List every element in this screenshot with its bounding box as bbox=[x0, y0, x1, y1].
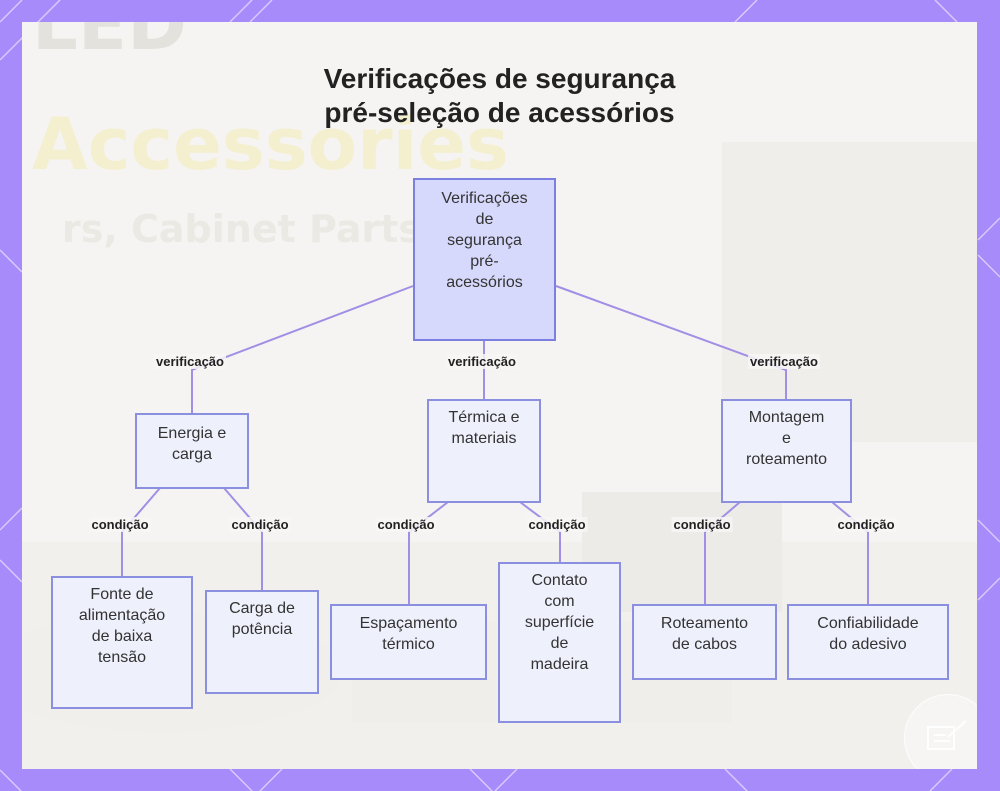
node-text-line: com bbox=[544, 593, 575, 610]
node-text-line: Espaçamento bbox=[359, 615, 458, 632]
background-text: Accessories bbox=[32, 102, 509, 186]
node-text-line: Roteamento bbox=[660, 615, 749, 632]
diagram-title: Verificações de segurança pré-seleção de… bbox=[22, 62, 977, 130]
node-text-line: de baixa bbox=[91, 628, 153, 645]
node-text-line: acessórios bbox=[446, 274, 523, 291]
title-line: Verificações de segurança bbox=[323, 63, 676, 94]
edge-label: verificação bbox=[154, 354, 226, 369]
edge-label: verificação bbox=[748, 354, 820, 369]
node-confiabilidade: Confiabilidade do adesivo bbox=[787, 604, 949, 680]
node-text-line: potência bbox=[231, 621, 293, 638]
edge-montagem-confiabilidade bbox=[831, 501, 869, 604]
edge-root-montagem bbox=[555, 285, 787, 399]
brand-logo-icon bbox=[927, 720, 967, 750]
edge-label: condição bbox=[671, 517, 733, 532]
node-text-line: Térmica e bbox=[448, 409, 520, 426]
node-text-line: e bbox=[782, 430, 791, 447]
node-text-line: alimentação bbox=[78, 607, 166, 624]
node-roteamento: Roteamento de cabos bbox=[632, 604, 777, 680]
background-text: LED bbox=[32, 22, 187, 66]
node-montagem: Montagem e roteamento bbox=[721, 399, 852, 503]
node-text-line: roteamento bbox=[746, 451, 827, 468]
node-text-line: de bbox=[550, 635, 569, 652]
node-text-line: de bbox=[475, 211, 494, 228]
edge-label: condição bbox=[229, 517, 291, 532]
node-text-line: madeira bbox=[530, 656, 589, 673]
node-text-line: do adesivo bbox=[829, 636, 907, 653]
node-text-line: Montagem bbox=[748, 409, 825, 426]
node-text-line: Energia e bbox=[157, 425, 227, 442]
node-energia: Energia e carga bbox=[135, 413, 249, 489]
node-text-line: Verificações bbox=[441, 190, 528, 207]
node-text-line: materiais bbox=[451, 430, 517, 447]
node-text-line: segurança bbox=[447, 232, 522, 249]
node-text-line: pré- bbox=[470, 253, 499, 270]
node-text-line: Carga de bbox=[229, 600, 295, 617]
edge-energia-fonte bbox=[121, 487, 161, 576]
edge-energia-carga bbox=[223, 487, 263, 590]
node-text-line: Contato bbox=[531, 572, 588, 589]
edge-montagem-roteamento bbox=[704, 501, 741, 604]
edge-label: condição bbox=[526, 517, 588, 532]
node-root: Verificações de segurança pré- acessório… bbox=[413, 178, 556, 341]
node-fonte: Fonte de alimentação de baixa tensão bbox=[51, 576, 193, 709]
node-text-line: Confiabilidade bbox=[817, 615, 919, 632]
node-espacamento: Espaçamento térmico bbox=[330, 604, 487, 680]
node-text-line: superfície bbox=[524, 614, 595, 631]
node-contato: Contato com superfície de madeira bbox=[498, 562, 621, 723]
edge-label: condição bbox=[89, 517, 151, 532]
node-text-line: carga bbox=[171, 446, 213, 463]
edge-termica-contato bbox=[519, 501, 561, 562]
node-text-line: Fonte de bbox=[90, 586, 154, 603]
node-text: Verificações de segurança pré- acessório… bbox=[441, 188, 527, 339]
edge-label: verificação bbox=[446, 354, 518, 369]
edge-label: condição bbox=[375, 517, 437, 532]
node-text-line: tensão bbox=[97, 649, 147, 666]
edge-termica-espacamento bbox=[408, 501, 449, 604]
brand-badge bbox=[904, 694, 977, 769]
node-carga: Carga de potência bbox=[205, 590, 319, 694]
title-line: pré-seleção de acessórios bbox=[324, 97, 675, 128]
node-termica: Térmica e materiais bbox=[427, 399, 541, 503]
background-text: rs, Cabinet Parts bbox=[62, 207, 421, 251]
node-text-line: de cabos bbox=[672, 636, 737, 653]
edge-root-energia bbox=[191, 285, 414, 413]
node-text-line: térmico bbox=[382, 636, 435, 653]
edge-label: condição bbox=[835, 517, 897, 532]
